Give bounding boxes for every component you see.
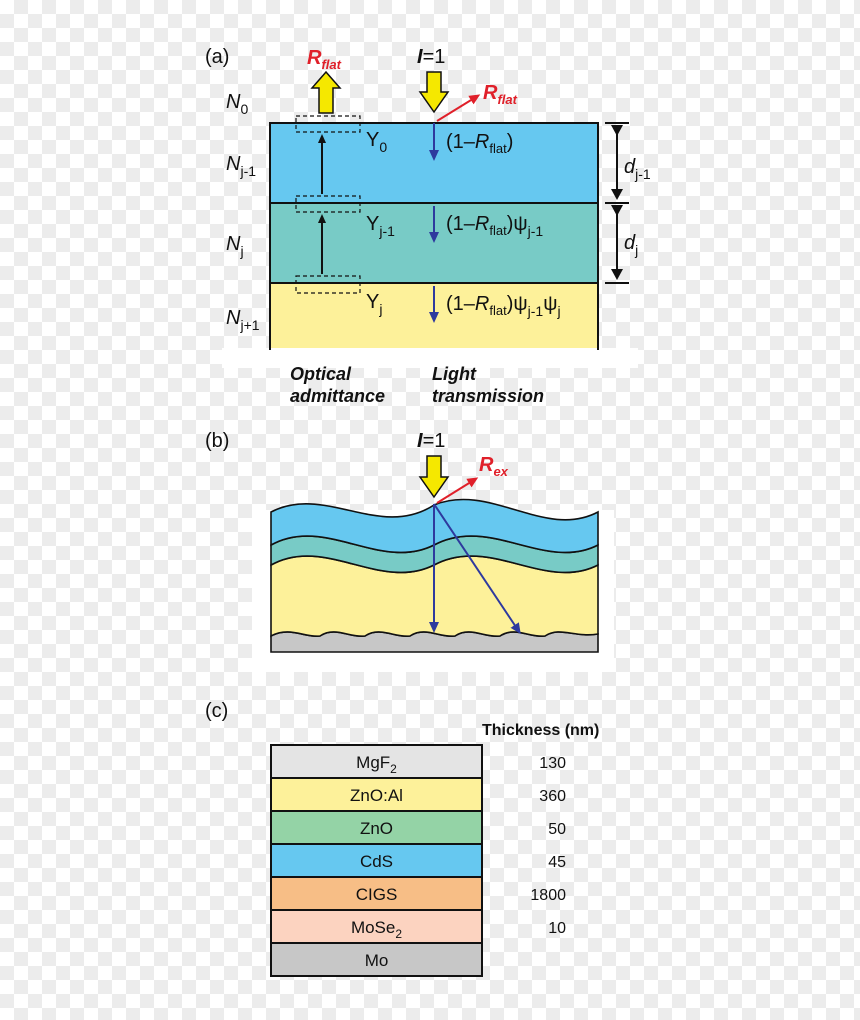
reflection-arrow-b-icon [436,477,479,504]
layer-5-box [270,876,483,911]
transmission-term-1: (1–Rflat) [446,131,513,156]
caption-admittance: admittance [290,386,385,406]
layer-2-name: ZnO:Al [350,786,403,805]
layer-5-thickness: 1800 [530,887,566,904]
layer-6-thickness: 10 [548,920,566,937]
incident-arrow-down-icon [418,71,450,114]
incident-arrow-down-b-icon [418,455,450,499]
dj-label: dj [624,232,638,258]
r-flat-left-label: Rflat [307,47,342,72]
layer-3-box [270,810,483,845]
layer-6-name: MoSe2 [351,918,402,941]
nj-plus1-label: Nj+1 [226,307,260,333]
caption-light: Light [432,364,477,384]
panel-c-label: (c) [205,700,228,722]
layer-4-box [270,843,483,878]
layer-7-box [270,942,483,977]
layer-bottom-sides [269,283,599,350]
admittance-box-2 [295,275,361,294]
y0-label: Y0 [366,129,387,155]
yj-minus1-label: Yj-1 [366,213,395,239]
transmission-term-2: (1–Rflat)ψj-1 [446,213,543,239]
layer-2-box [270,777,483,812]
layer-1-name: MgF2 [356,753,397,776]
n0-label: N0 [226,91,248,117]
layer-1-thickness: 130 [539,755,566,772]
caption-optical: Optical [290,364,352,384]
reflected-arrow-up-icon [310,70,342,114]
nj-label: Nj [226,233,244,259]
panel-b: (b) I=1 Rex [205,430,614,672]
yj-label: Yj [366,291,382,317]
intensity-label-a: I=1 [417,46,445,68]
layer-1-box [270,744,483,779]
r-flat-right-label: Rflat [483,82,518,107]
r-ex-label: Rex [479,454,509,479]
reflection-arrow-icon [436,94,481,122]
layer-6-box [270,909,483,944]
caption-transmission: transmission [432,386,544,406]
layer-4-name: CdS [360,852,393,871]
intensity-label-b: I=1 [417,430,445,452]
dj-minus1-label: dj-1 [624,156,651,182]
panel-a: (a) N0 Nj-1 Nj Nj+1 Rflat I=1 Rflat Y0 Y… [205,46,651,406]
layer-7-name: Mo [365,951,389,970]
thickness-header: Thickness (nm) [482,722,599,739]
layer-5-name: CIGS [356,885,398,904]
panel-b-label: (b) [205,430,229,452]
nj-minus1-label: Nj-1 [226,153,256,179]
transmission-term-3: (1–Rflat)ψj-1ψj [446,293,561,319]
layer-4-thickness: 45 [548,854,566,871]
admittance-box-0 [295,115,361,133]
layer-3-name: ZnO [360,819,393,838]
panel-a-white-band [222,348,638,368]
panel-a-label: (a) [205,46,229,68]
layer-3-thickness: 50 [548,821,566,838]
transmission-scattered-arrow-icon [433,503,521,635]
layer-2-thickness: 360 [539,788,566,805]
admittance-box-1 [295,195,361,213]
